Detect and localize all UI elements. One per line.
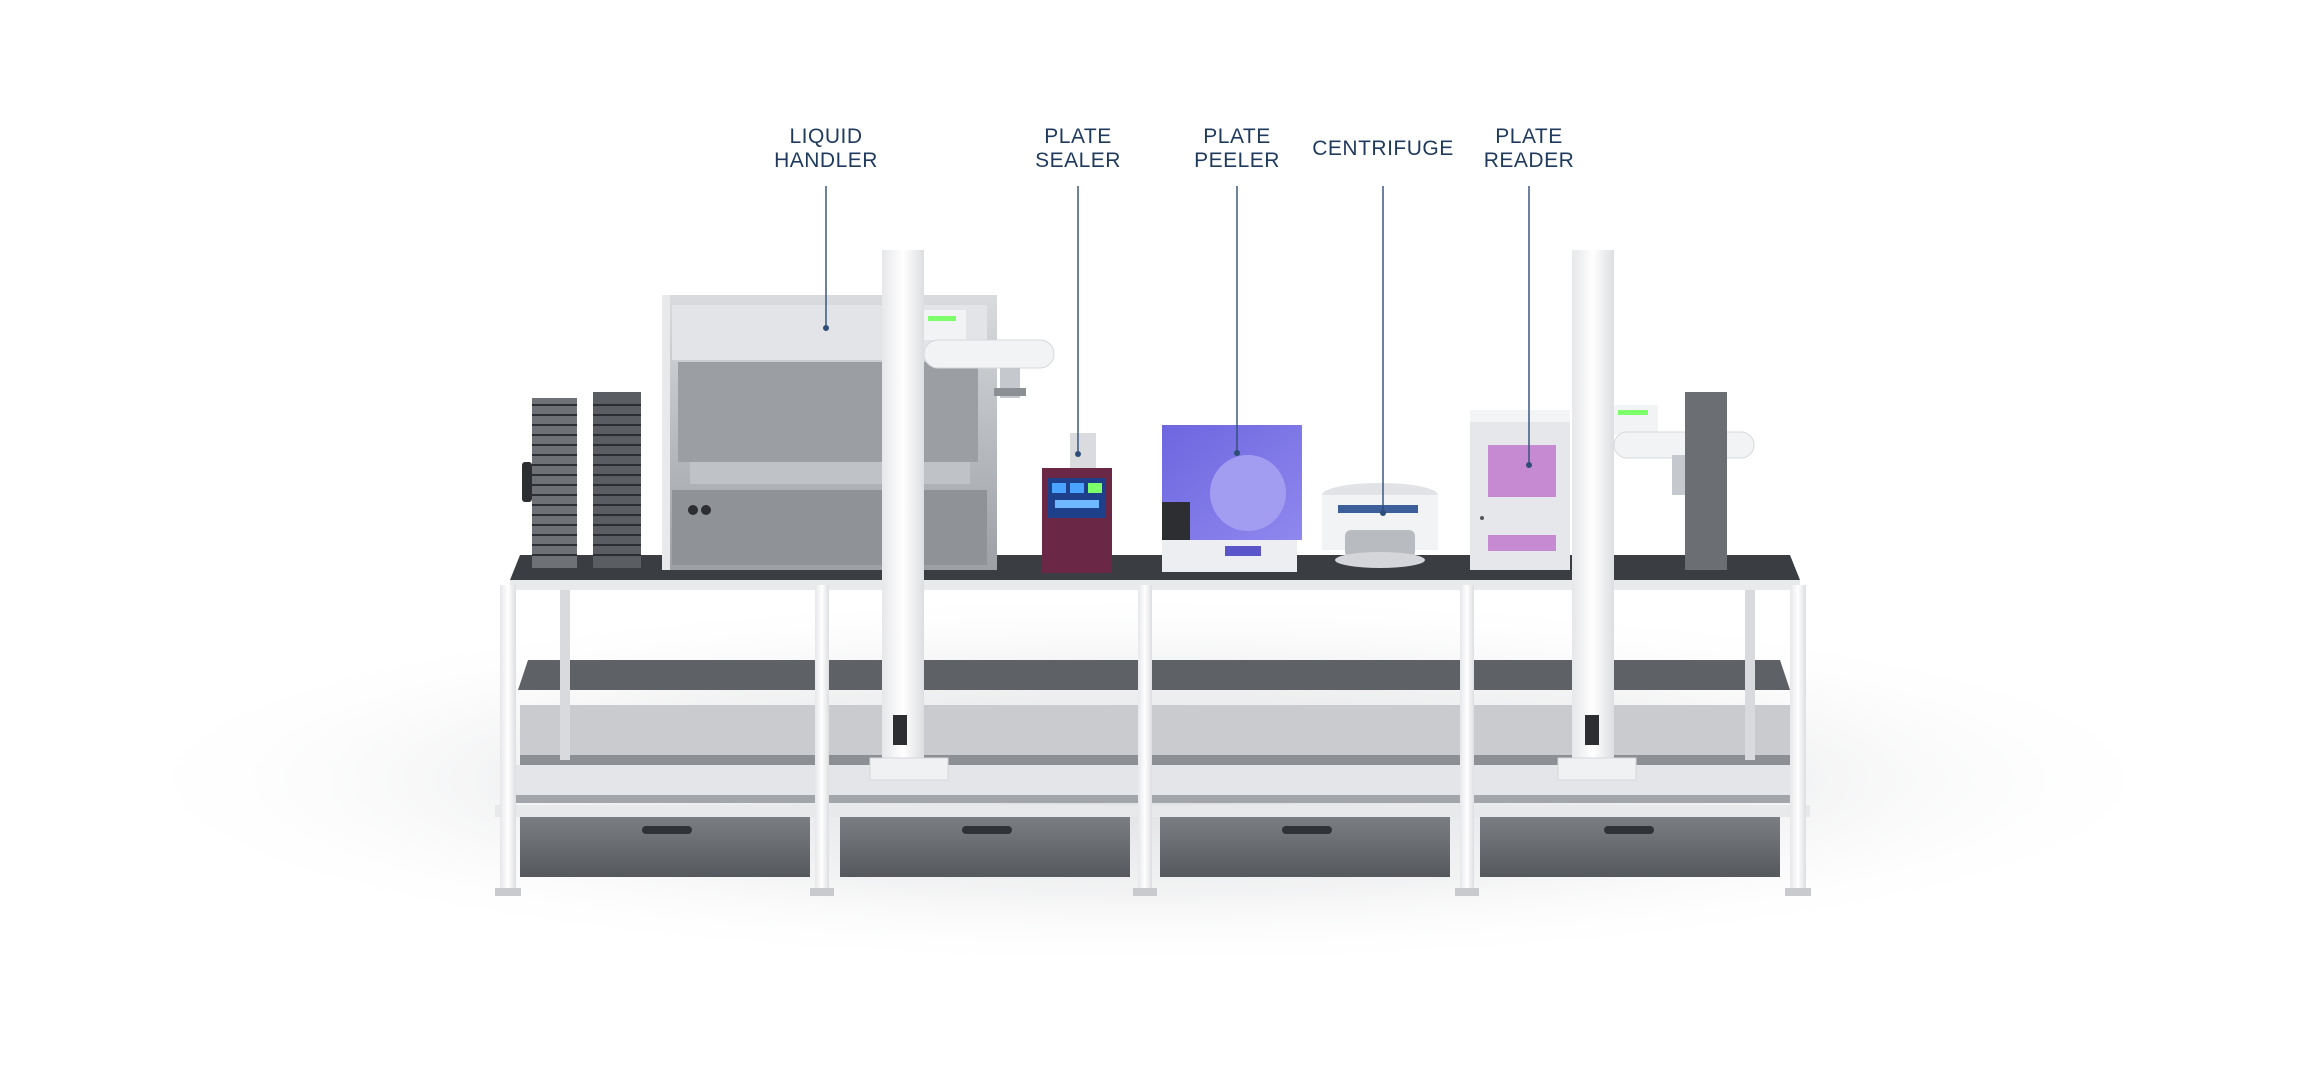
hotel-shelf-line [532,444,577,446]
hotel-shelf-line [593,504,641,506]
hotel-shelf-line [593,454,641,456]
plate-peeler [1162,425,1302,572]
leader-dots [823,325,1532,516]
hotel-shelf-line [593,554,641,556]
hotel-shelf-line [593,464,641,466]
centrifuge [1322,483,1438,568]
hotel-shelf-line [532,474,577,476]
hotel-shelf-line [593,474,641,476]
hotel-shelf-line [593,534,641,536]
hotel-shelf-line [532,404,577,406]
robot-arm-left [869,250,1055,781]
callout-line: PEELER [1194,149,1280,172]
hotel-shelf-line [593,484,641,486]
hotel-shelf-line [532,504,577,506]
plate-sealer-dot [1075,451,1081,457]
hotel-shelf-line [532,514,577,516]
hotel-shelf-line [532,544,577,546]
hotel-shelf-line [532,434,577,436]
plate-hotel-left [522,392,641,568]
hotel-shelf-line [593,434,641,436]
plate-hotel-right [1685,392,1727,570]
plate-reader [1470,410,1570,570]
callout-line: PLATE [1203,125,1271,148]
hotel-shelf-line [593,424,641,426]
centrifuge-dot [1380,510,1386,516]
hotel-shelf-line [532,424,577,426]
plate-reader-dot [1526,462,1532,468]
hotel-shelf-line [532,464,577,466]
hotel-shelf-line [532,494,577,496]
callout-plate-reader: PLATE READER [1429,125,1629,173]
hotel-shelf-line [593,544,641,546]
hotel-shelf-line [532,414,577,416]
callout-centrifuge: CENTRIFUGE [1283,137,1483,161]
plate-sealer [1042,433,1112,573]
callout-line: CENTRIFUGE [1312,137,1454,160]
hotel-shelf-line [593,494,641,496]
callout-line: PLATE [1495,125,1563,148]
hotel-shelf-line [532,534,577,536]
hotel-shelf-line [532,554,577,556]
leader-lines [825,186,1530,513]
hotel-shelf-line [532,454,577,456]
hotel-shelf-line [593,514,641,516]
bench-frame [495,555,1811,896]
plate-peeler-dot [1234,450,1240,456]
hotel-shelf-line [593,404,641,406]
hotel-shelf-line [593,524,641,526]
liquid-handler-dot [823,325,829,331]
base-frame [495,805,1810,817]
callout-plate-sealer: PLATE SEALER [978,125,1178,173]
callout-line: SEALER [1035,149,1121,172]
callout-line: HANDLER [774,149,878,172]
hotel-shelf-line [593,444,641,446]
callout-line: PLATE [1044,125,1112,148]
hotel-shelf-line [593,414,641,416]
callout-line: LIQUID [789,125,863,148]
callout-line: READER [1483,149,1575,172]
callout-liquid-handler: LIQUID HANDLER [726,125,926,173]
hotel-shelf-line [532,484,577,486]
callout-plate-peeler: PLATE PEELER [1137,125,1337,173]
hotel-shelf-line [532,524,577,526]
